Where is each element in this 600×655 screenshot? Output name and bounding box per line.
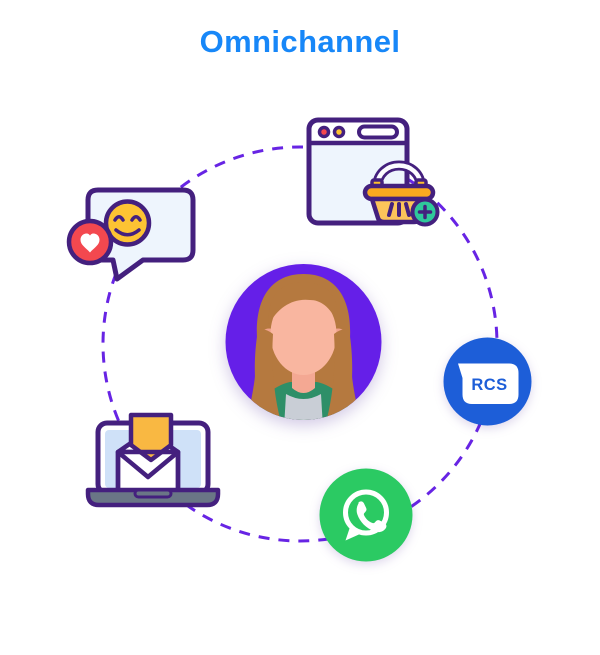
whatsapp-glyph (343, 489, 389, 541)
avatar-shirt (284, 394, 323, 420)
rcs-icon: RCS (443, 337, 532, 426)
avatar-hair-lock-right (325, 329, 353, 420)
avatar-hair-fringe (268, 282, 339, 324)
woman-avatar (225, 264, 382, 420)
avatar-face (270, 293, 337, 375)
shopping-basket-icon (362, 160, 440, 227)
browser-address-pill (357, 124, 399, 140)
avatar-hair-lock-left (254, 329, 282, 420)
heart-reaction-icon (66, 218, 114, 266)
online-store-browser-icon (306, 117, 440, 227)
browser-dot-yellow (332, 125, 346, 139)
smiley-emoji-icon (103, 199, 152, 247)
page-title: Omnichannel (199, 24, 401, 59)
social-chat-icon (66, 187, 196, 282)
browser-dot-red (317, 125, 331, 139)
whatsapp-icon (319, 468, 413, 562)
rcs-label: RCS (471, 376, 507, 394)
email-laptop-icon (85, 412, 221, 508)
rcs-speech-bubble (458, 363, 519, 404)
